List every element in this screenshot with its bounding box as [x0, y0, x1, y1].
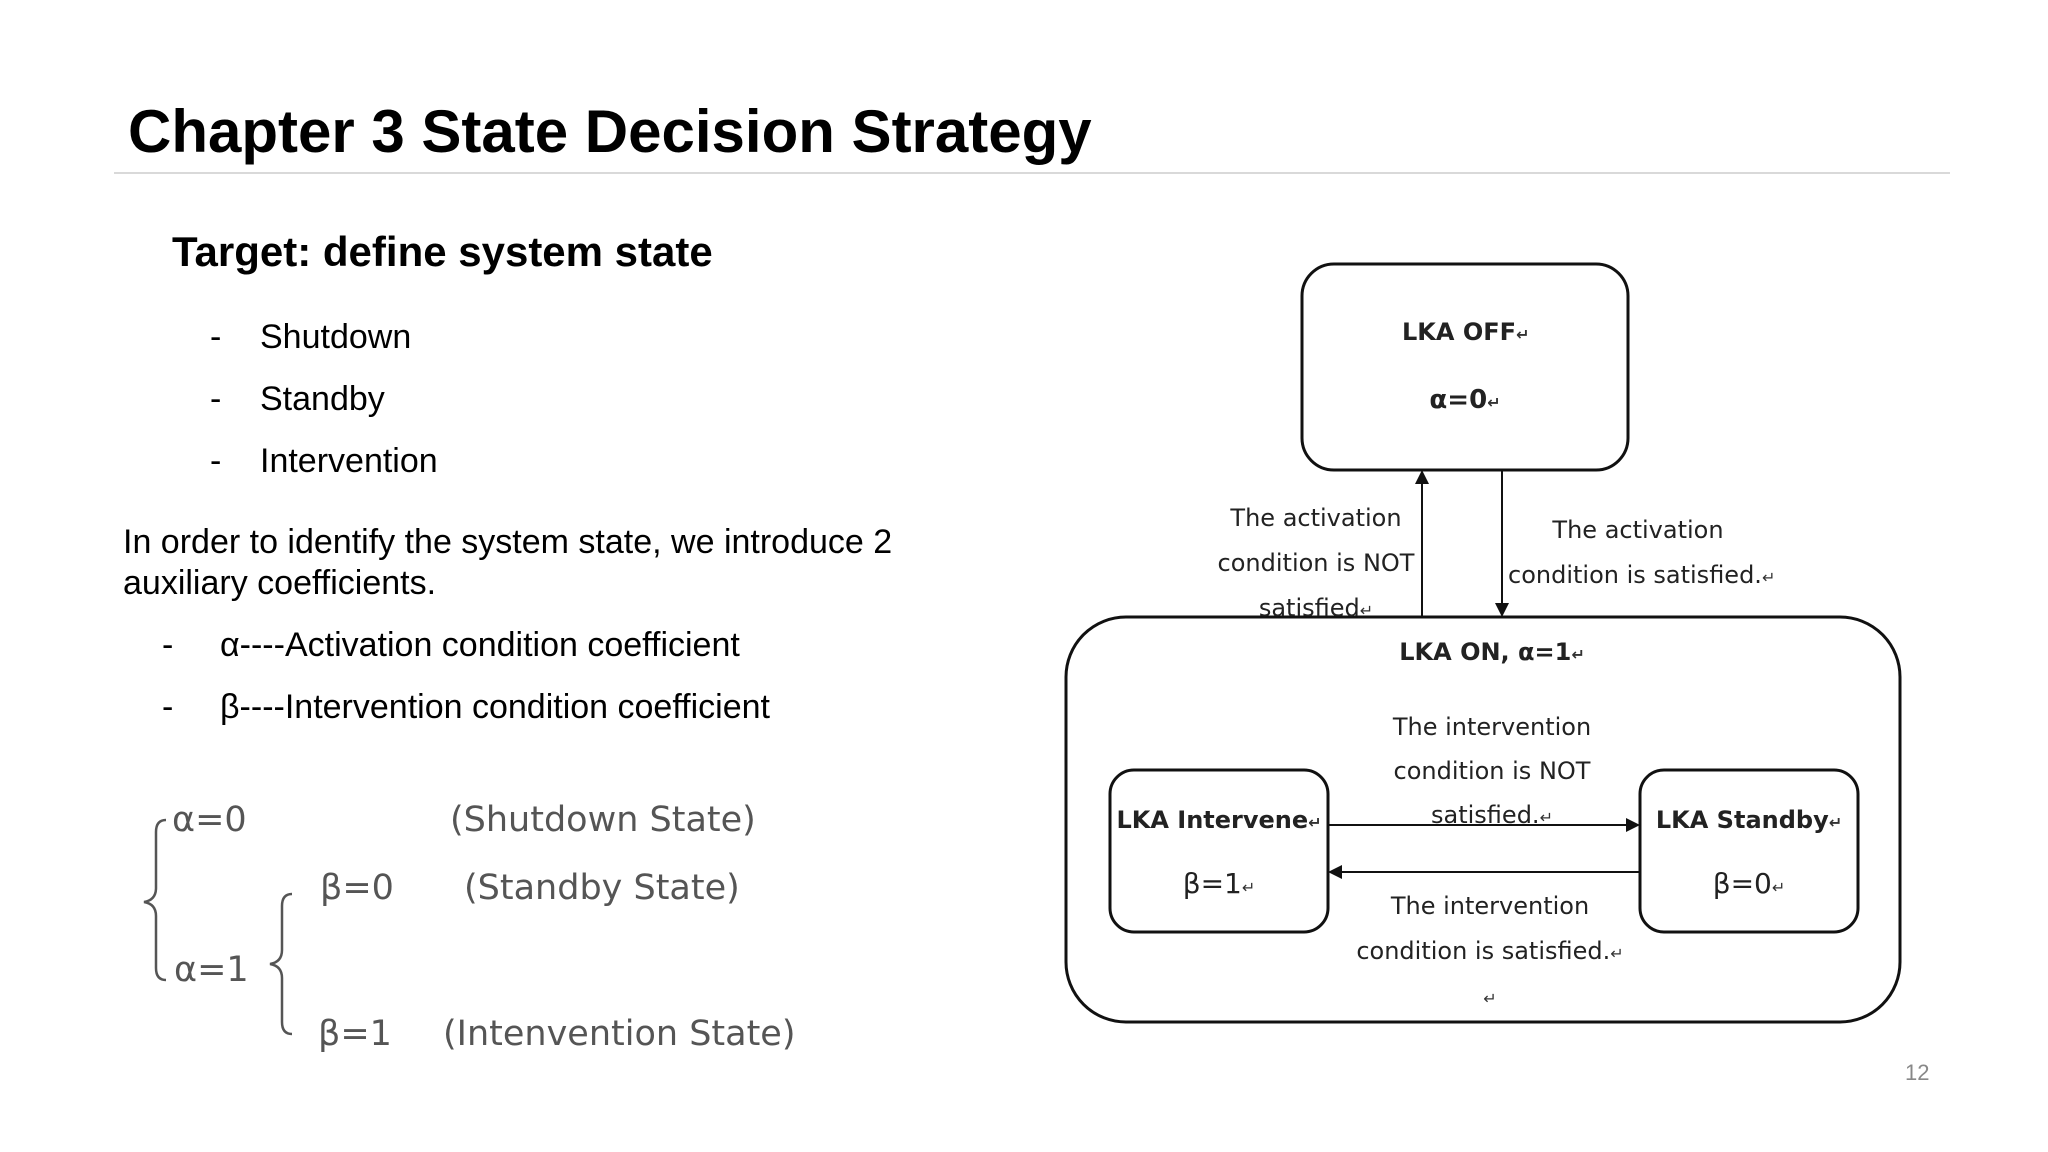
- intro-line: In order to identify the system state, w…: [123, 523, 893, 561]
- bullet-dash: -: [162, 688, 174, 726]
- page-number: 12: [1905, 1060, 1930, 1085]
- alpha0-label: α=0: [172, 800, 247, 840]
- title-divider: [114, 172, 1950, 174]
- activation-not-satisfied-label: The activation condition is NOT satisfie…: [1217, 504, 1415, 622]
- bullet-dash: -: [162, 626, 174, 664]
- intervention-state-label: (Intenvention State): [443, 1014, 796, 1054]
- slide-subtitle: Target: define system state: [172, 228, 713, 275]
- inner-brace: [269, 892, 293, 1036]
- intervention-satisfied-label: The intervention condition is satisfied.…: [1356, 892, 1624, 1008]
- state-label: Shutdown: [260, 318, 412, 356]
- lka-off-title: LKA OFF↵: [1402, 318, 1530, 346]
- intro-line: auxiliary coefficients.: [123, 564, 437, 602]
- alpha1-label: α=1: [174, 950, 249, 990]
- state-brace-diagram: [143, 818, 293, 1036]
- lka-standby-title: LKA Standby↵: [1655, 806, 1843, 834]
- intro-paragraph: In order to identify the system state, w…: [123, 522, 963, 604]
- state-label: Standby: [260, 380, 385, 418]
- lka-intervene-box: [1108, 768, 1330, 934]
- bullet-dash: -: [210, 318, 222, 356]
- shutdown-state-label: (Shutdown State): [450, 800, 756, 840]
- bullet-dash: -: [210, 380, 222, 418]
- bullet-dash: -: [210, 442, 222, 480]
- lka-off-alpha: α=0↵: [1429, 385, 1501, 415]
- lka-standby-beta: β=0↵: [1712, 867, 1786, 900]
- outer-brace: [143, 818, 167, 982]
- lka-intervene-title: LKA Intervene↵: [1116, 806, 1322, 834]
- state-machine-diagram: [1064, 262, 1902, 1024]
- coefficient-label: β----Intervention condition coefficient: [220, 688, 770, 726]
- activation-satisfied-label: The activation condition is satisfied.↵: [1508, 516, 1776, 589]
- beta1-label: β=1: [318, 1014, 392, 1054]
- standby-state-label: (Standby State): [464, 868, 740, 908]
- lka-intervene-beta: β=1↵: [1182, 867, 1256, 900]
- state-label: Intervention: [260, 442, 438, 480]
- slide-title: Chapter 3 State Decision Strategy: [128, 98, 1092, 165]
- beta0-label: β=0: [320, 868, 394, 908]
- intervention-not-satisfied-label: The intervention condition is NOT satisf…: [1392, 713, 1592, 829]
- lka-on-title: LKA ON, α=1↵: [1399, 638, 1585, 666]
- lka-off-box: [1300, 262, 1630, 472]
- coefficient-label: α----Activation condition coefficient: [220, 626, 740, 664]
- lka-standby-box: [1638, 768, 1860, 934]
